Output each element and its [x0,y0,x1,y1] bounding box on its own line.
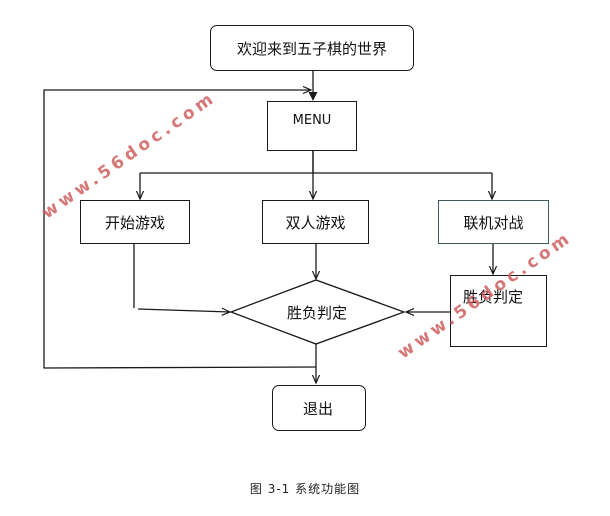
two-player-node: 双人游戏 [262,200,369,244]
win-judge-diamond-shape [229,279,406,345]
menu-node: MENU [267,101,357,151]
exit-label: 退出 [303,399,334,418]
win-judge-box-node: 胜负判定 [450,275,547,347]
edge-start-diamond [137,309,230,312]
start-game-label: 开始游戏 [104,213,165,232]
exit-node: 退出 [272,385,366,431]
welcome-label: 欢迎来到五子棋的世界 [236,39,387,58]
online-battle-label: 联机对战 [463,213,524,232]
win-judge-box-label: 胜负判定 [463,288,524,306]
menu-label: MENU [292,113,332,128]
figure-caption: 图 3-1 系统功能图 [249,482,361,496]
welcome-node: 欢迎来到五子棋的世界 [210,25,414,71]
edge-loop-back [43,90,317,369]
online-battle-node: 联机对战 [438,200,549,244]
win-judge-diamond-label: 胜负判定 [287,304,348,322]
start-game-node: 开始游戏 [80,200,190,244]
two-player-label: 双人游戏 [285,213,346,232]
